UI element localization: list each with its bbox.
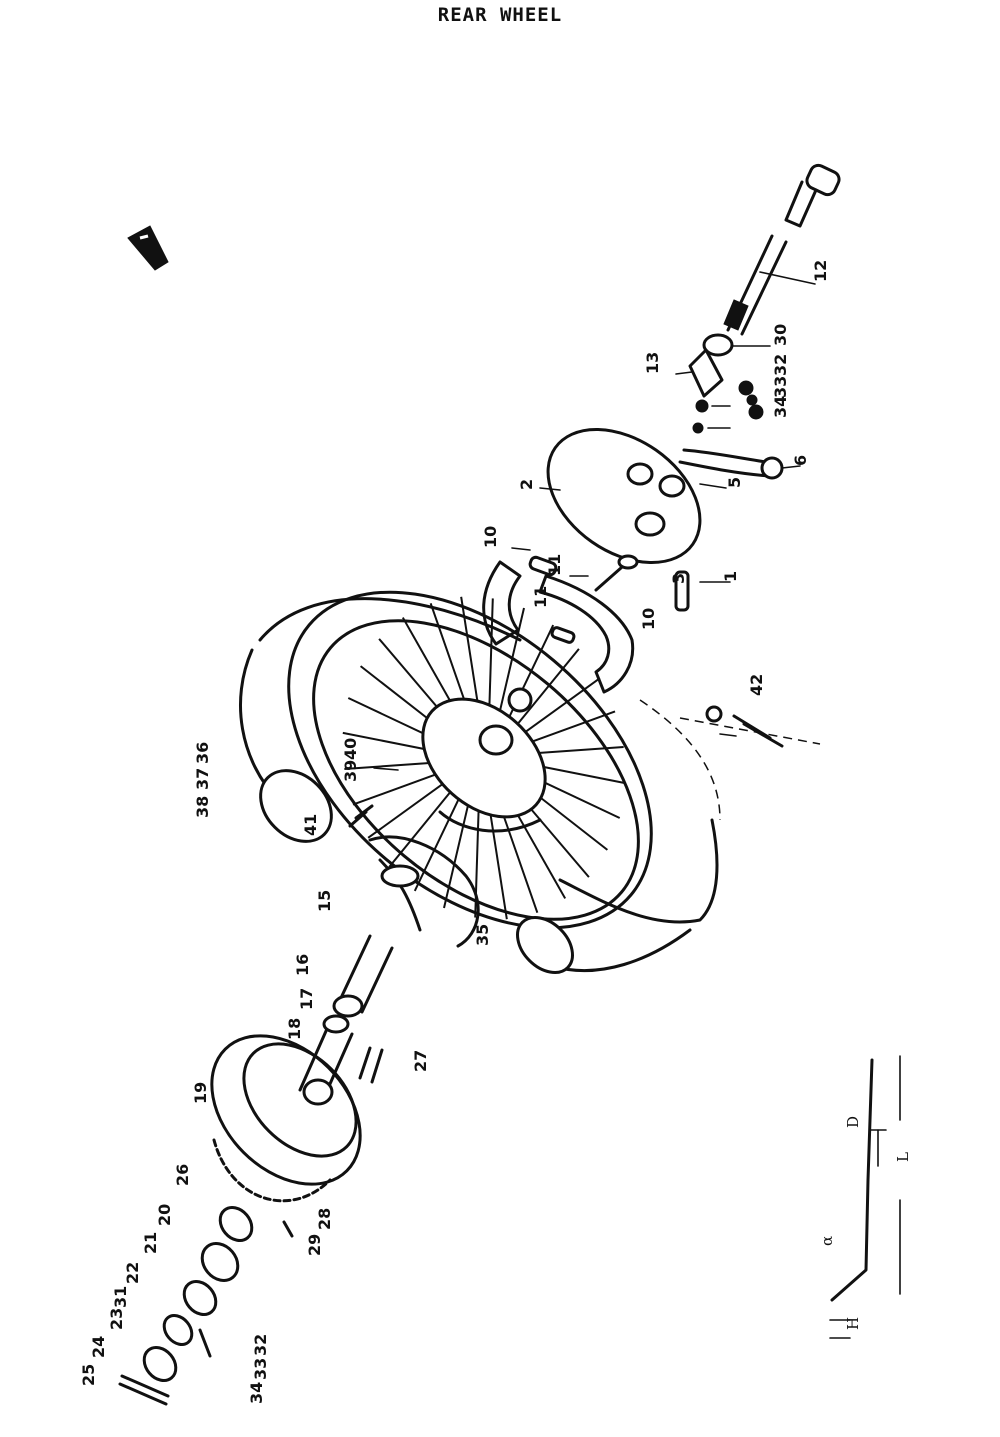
part-callout: 26 [173, 1164, 192, 1186]
dimension-label-h: H [844, 1317, 862, 1330]
part-callout: 42 [747, 674, 766, 696]
tire-section-left [259, 769, 333, 843]
rear-sprocket [212, 1138, 332, 1203]
part-callout: 5 [725, 477, 744, 488]
part-callout: 11 [531, 586, 550, 608]
spokes [342, 596, 626, 920]
spoke [496, 607, 525, 721]
spoke [521, 710, 616, 747]
part-callout: 10 [481, 526, 500, 548]
spoke [367, 778, 451, 839]
part-callout: 22 [123, 1262, 142, 1284]
part-callout: 1 [721, 571, 740, 582]
part-callout: 27 [411, 1050, 430, 1072]
rear-tire [238, 597, 821, 973]
axle-collar [675, 333, 771, 434]
spoke [413, 791, 464, 892]
part-callout: 41 [301, 814, 320, 836]
part-callout: 37 [193, 768, 212, 790]
part-callout: 12 [811, 260, 830, 282]
part-callout: 18 [285, 1018, 304, 1040]
spoke [443, 795, 472, 909]
part-callout: 20 [155, 1204, 174, 1226]
part-callout: 40 [341, 738, 360, 760]
part-callout: 6 [791, 455, 810, 466]
part-callout: 10 [639, 608, 658, 630]
chain-adjuster-bolt [118, 1374, 170, 1406]
spoke [352, 769, 447, 806]
spoke [517, 677, 601, 738]
tire-section-bottom [516, 916, 574, 974]
part-callout: 32 [251, 1334, 270, 1356]
part-callout: 13 [643, 352, 662, 374]
spoke-dimension-detail [829, 1055, 901, 1339]
brake-panel [539, 427, 727, 565]
part-callout: 23 [107, 1308, 126, 1330]
hub-bolt [348, 767, 399, 828]
part-callout: 33 [251, 1358, 270, 1380]
brake-cam-lever [678, 448, 801, 480]
spoke [511, 648, 580, 731]
part-callout: 16 [293, 954, 312, 976]
part-callout: 30 [771, 324, 790, 346]
brake-shoe-assembly [482, 547, 731, 694]
dimension-label-alpha: α [818, 1236, 836, 1246]
part-callout: 2 [517, 479, 536, 490]
wheel-hub [421, 687, 547, 833]
bearing-stack [142, 1206, 294, 1382]
wheel-rim [287, 590, 653, 930]
page-title: REAR WHEEL [437, 4, 563, 26]
spacer-shaft [298, 934, 394, 1104]
part-callout: 3 [669, 573, 688, 584]
spoke-detail-labels: D L α H [818, 1116, 912, 1330]
part-callout: 31 [111, 1286, 130, 1308]
dimension-label-l: L [894, 1152, 912, 1162]
spoke [388, 785, 457, 868]
part-callout: 28 [315, 1208, 334, 1230]
part-callout: 34 [247, 1382, 266, 1404]
part-callout: 25 [79, 1364, 98, 1386]
part-callout: 36 [193, 742, 212, 764]
part-callout: 32 [771, 354, 790, 376]
spoke [488, 598, 494, 719]
orientation-arrow-icon [127, 225, 169, 271]
dimension-label-d: D [844, 1116, 862, 1128]
sprocket-bolt [358, 1046, 384, 1084]
part-callout: 11 [545, 554, 564, 576]
spoke [460, 596, 482, 719]
part-callout: 17 [297, 988, 316, 1010]
part-callout: 39 [341, 760, 360, 782]
part-callout: 33 [771, 376, 790, 398]
part-callout: 15 [315, 890, 334, 912]
rear-sprocket-drum [210, 1034, 362, 1186]
part-callout: 29 [305, 1234, 324, 1256]
part-callout: 21 [141, 1232, 160, 1254]
part-callout: 35 [473, 924, 492, 946]
tube-valve [705, 705, 784, 748]
part-callout: 19 [191, 1082, 210, 1104]
part-callout: 24 [89, 1336, 108, 1358]
cush-drive-rubber [368, 835, 480, 948]
axle [723, 163, 841, 336]
part-callout: 34 [771, 396, 790, 418]
part-callout: 38 [193, 796, 212, 818]
spoke [486, 797, 508, 920]
